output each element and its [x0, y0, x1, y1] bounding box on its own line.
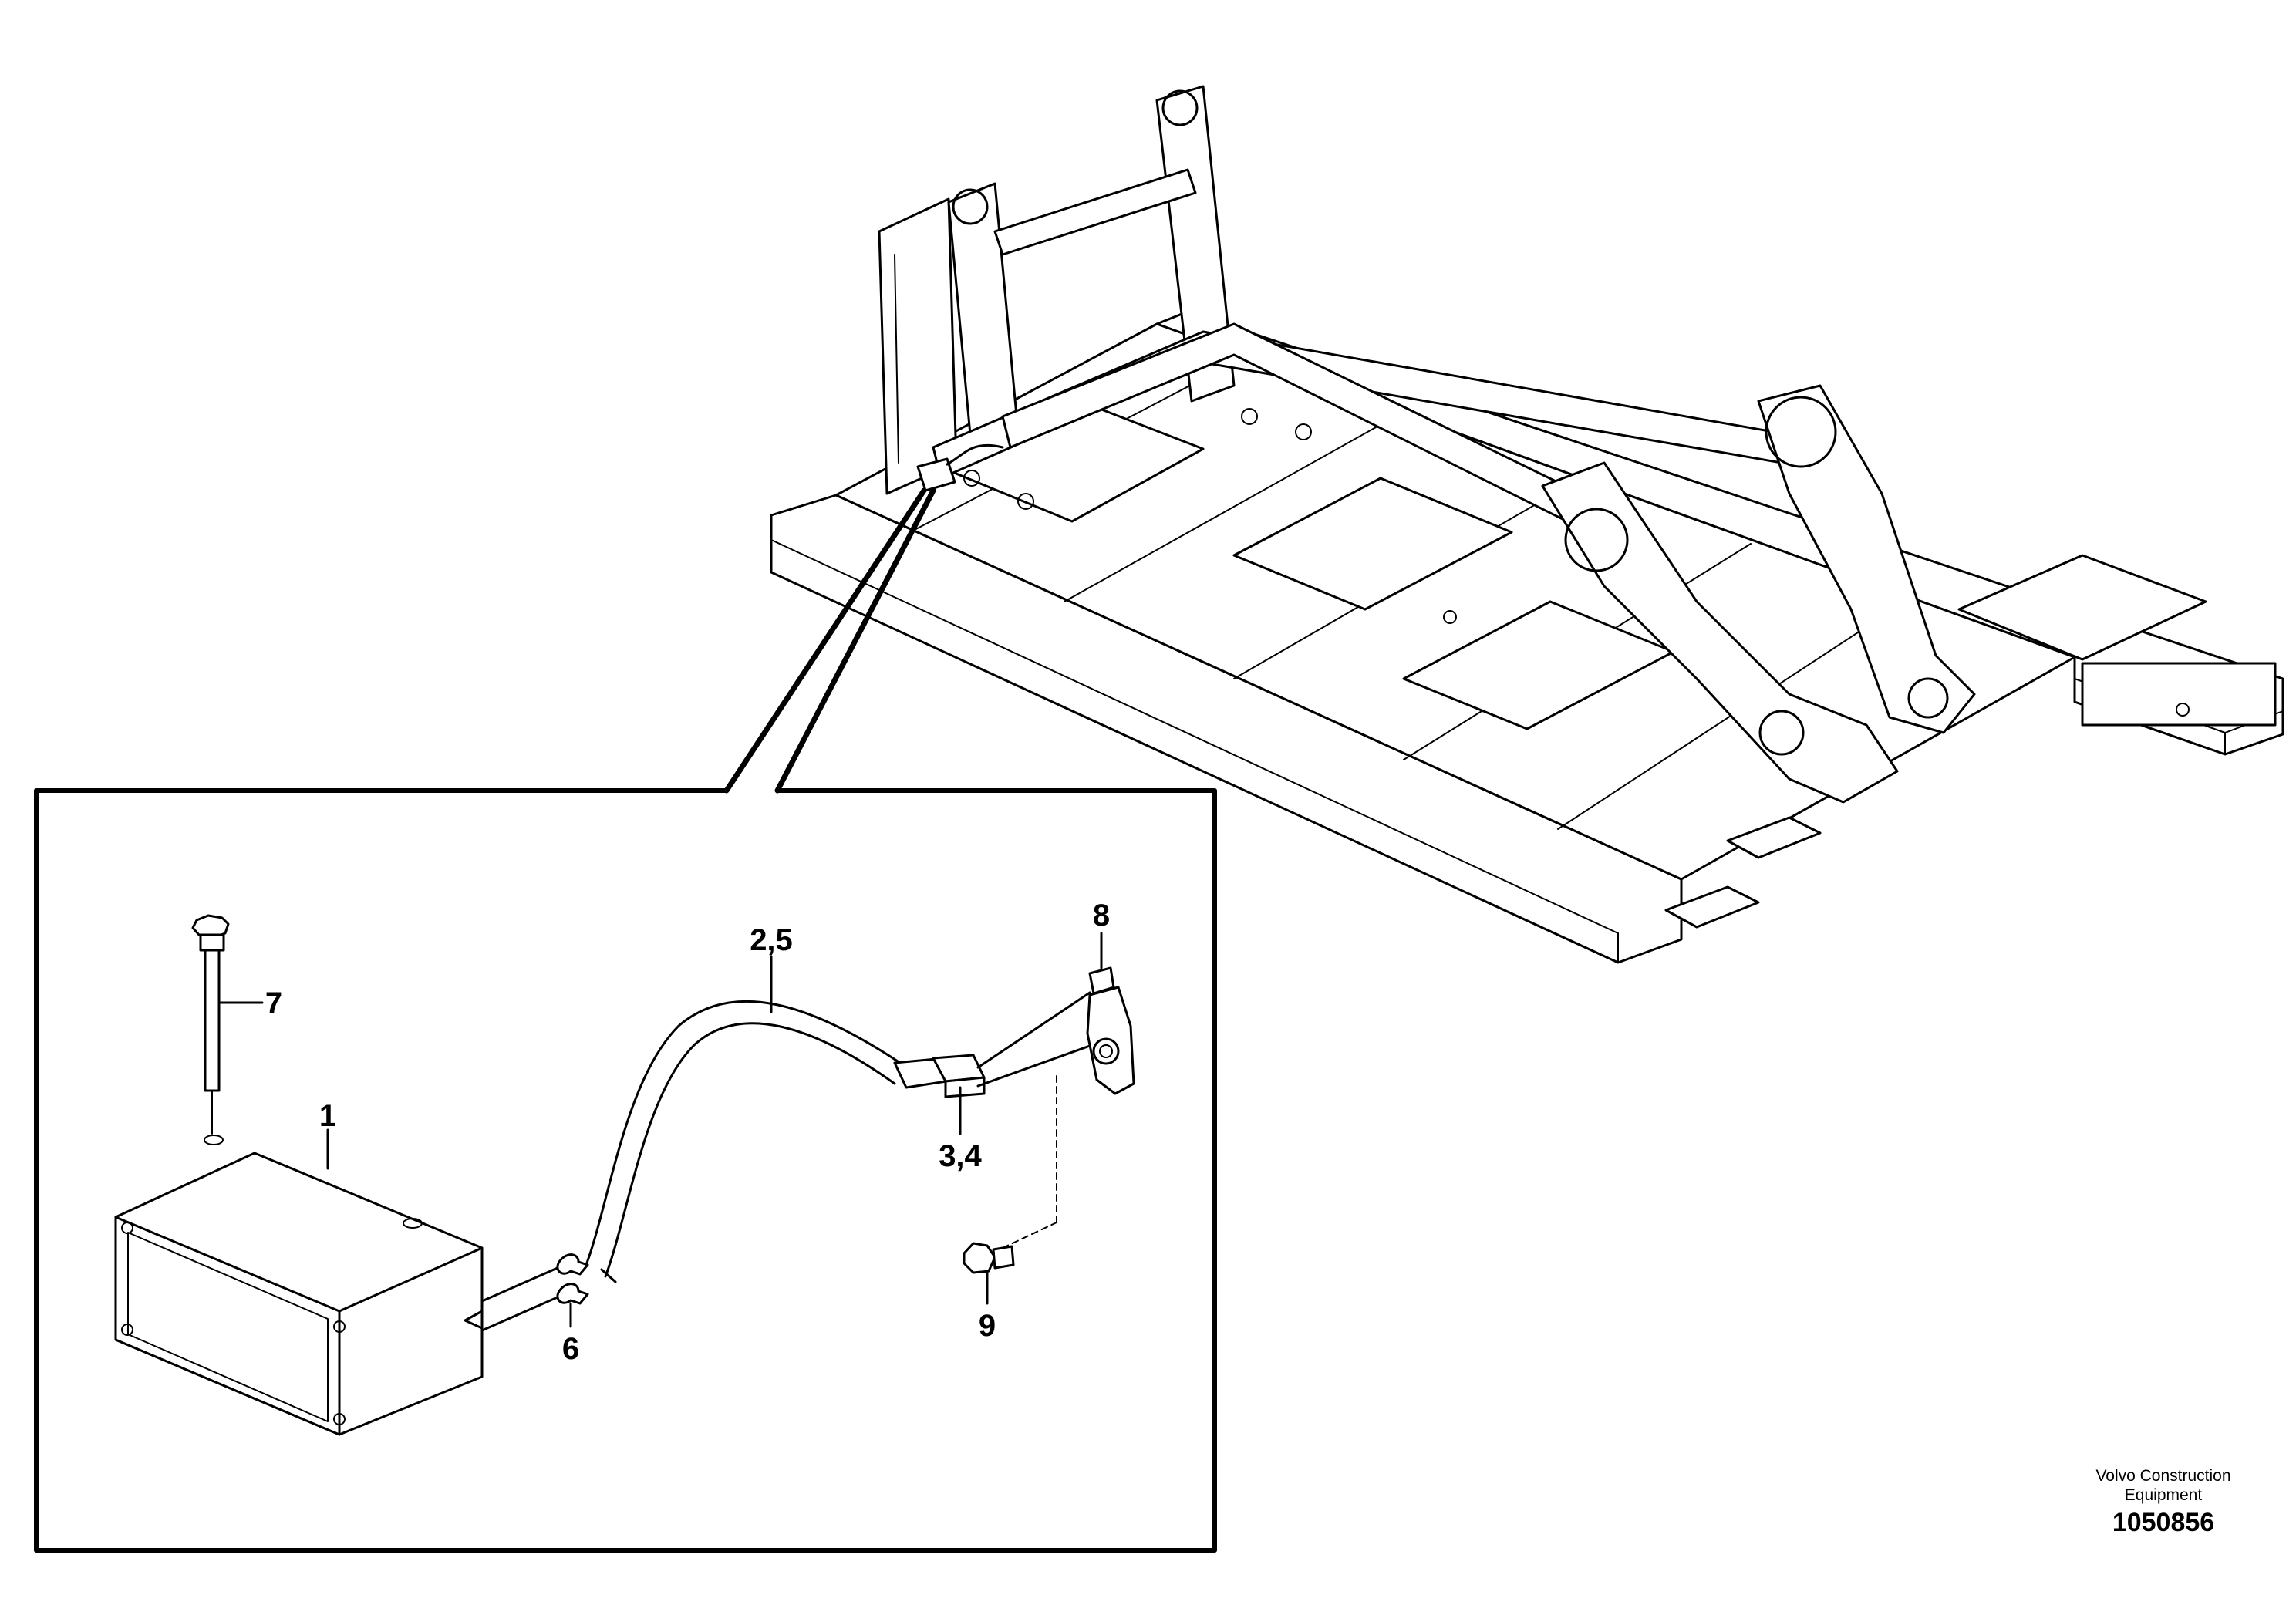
- callout-9: 9: [979, 1309, 996, 1343]
- ring-terminals-part-6: [480, 1253, 589, 1332]
- bracket-clip-part-8: [1086, 932, 1135, 1095]
- callout-2-5: 2,5: [750, 923, 793, 957]
- callout-7: 7: [265, 986, 282, 1020]
- machine-frame-illustration: [770, 85, 2284, 964]
- callout-labels: 1 2,5 3,4 6 7 8 9: [265, 899, 1110, 1366]
- control-box-part-1: [114, 1128, 484, 1436]
- cable-harness-part-2-5: [585, 955, 904, 1283]
- detail-view-box: [34, 788, 1217, 1553]
- screw-part-9: [963, 1075, 1057, 1305]
- callout-3-4: 3,4: [939, 1139, 982, 1173]
- callout-6: 6: [562, 1332, 579, 1366]
- callout-1: 1: [319, 1099, 336, 1133]
- callout-8: 8: [1093, 899, 1110, 932]
- credit-company-line2: Equipment: [2125, 1486, 2203, 1504]
- drawing-number: 1050856: [2112, 1508, 2214, 1537]
- credit-company-line1: Volvo Construction: [2095, 1467, 2230, 1485]
- detail-leader-lines: [723, 487, 936, 794]
- connector-part-3-4: [893, 991, 1091, 1135]
- credit-block: Volvo Construction Equipment 1050856: [2095, 1467, 2230, 1537]
- bolt-part-7: [191, 914, 264, 1135]
